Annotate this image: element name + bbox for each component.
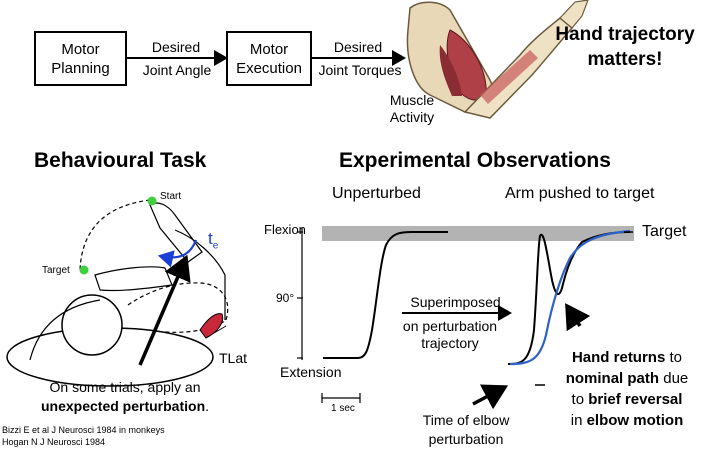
arm-muscle-illustration	[406, 0, 589, 119]
hand-trajectory-callout: Hand trajectory matters!	[545, 22, 704, 72]
to-text: to	[571, 391, 589, 408]
extension-label: Extension	[280, 364, 342, 380]
motor-execution-box: Motor Execution	[226, 31, 312, 86]
elbow-line2: perturbation	[428, 431, 504, 447]
citation-1: Bizzi E et al J Neurosci 1984 in monkeys	[2, 425, 165, 435]
motor-planning-box: Motor Planning	[34, 31, 127, 86]
desired-label-1: Desired	[151, 39, 201, 55]
target-label-task: Target	[42, 265, 70, 276]
callout-line2: matters!	[587, 49, 663, 70]
hand-returns-text: to	[665, 349, 683, 366]
te-label: te	[208, 229, 218, 251]
citation-2: Hogan N J Neurosci 1984	[2, 437, 106, 447]
experimental-observations-title: Experimental Observations	[339, 149, 611, 172]
joint-angle-label: Joint Angle	[142, 62, 212, 78]
te-t: t	[208, 229, 213, 248]
task-note: On some trials, apply an unexpected pert…	[25, 378, 225, 416]
deg90-label: 90°	[276, 291, 295, 305]
start-label: Start	[160, 191, 182, 202]
target-band	[322, 226, 634, 241]
task-note-line1: On some trials, apply an	[49, 379, 201, 395]
muscle-line2: Activity	[389, 109, 435, 125]
on-pert-line1: on perturbation	[402, 318, 498, 334]
nominal-due-text: due	[659, 370, 689, 387]
motor-planning-line1: Motor	[61, 40, 100, 58]
muscle-activity-label: Muscle Activity	[382, 92, 442, 126]
angle-plot	[297, 226, 634, 410]
perturbed-trace	[507, 231, 631, 365]
callout-line1: Hand trajectory	[555, 24, 695, 45]
nominal-path-bold: nominal path	[565, 370, 660, 387]
arm-pushed-label: Arm pushed to target	[505, 185, 655, 202]
unperturbed-trace	[323, 231, 448, 359]
task-note-end: .	[205, 398, 210, 414]
task-illustration	[6, 196, 229, 387]
target-marker	[79, 265, 89, 275]
muscle-line1: Muscle	[389, 92, 435, 108]
motor-planning-line2: Planning	[51, 59, 110, 77]
in-text: in	[570, 412, 587, 429]
motor-execution-line1: Motor	[249, 40, 289, 58]
flexion-label: Flexion	[264, 222, 306, 237]
desired-label-2: Desired	[333, 39, 383, 55]
motor-execution-line2: Execution	[236, 59, 302, 77]
joint-torques-label: Joint Torques	[318, 62, 402, 78]
elbow-line1: Time of elbow	[422, 412, 510, 428]
te-sub: e	[212, 240, 219, 252]
on-perturbation-label: on perturbation trajectory	[390, 318, 510, 352]
on-pert-line2: trajectory	[421, 335, 479, 351]
target-label-plot: Target	[642, 223, 687, 240]
tlat-label: TLat	[219, 350, 248, 366]
task-note-bold: unexpected perturbation	[40, 398, 206, 414]
hand-returns-bold: Hand returns	[571, 349, 666, 366]
brief-reversal-bold: brief reversal	[588, 391, 683, 408]
behavioural-task-title: Behavioural Task	[34, 149, 207, 172]
start-marker	[147, 196, 157, 206]
superimposed-label: Superimposed	[410, 294, 501, 310]
onesec-label: 1 sec	[331, 403, 355, 414]
elbow-motion-bold: elbow motion	[586, 412, 684, 429]
hand-returns-note: Hand returns to nominal path due to brie…	[550, 347, 704, 431]
elbow-perturbation-label: Time of elbow perturbation	[408, 411, 524, 449]
unperturbed-label: Unperturbed	[332, 185, 421, 202]
nominal-trace	[509, 229, 631, 366]
